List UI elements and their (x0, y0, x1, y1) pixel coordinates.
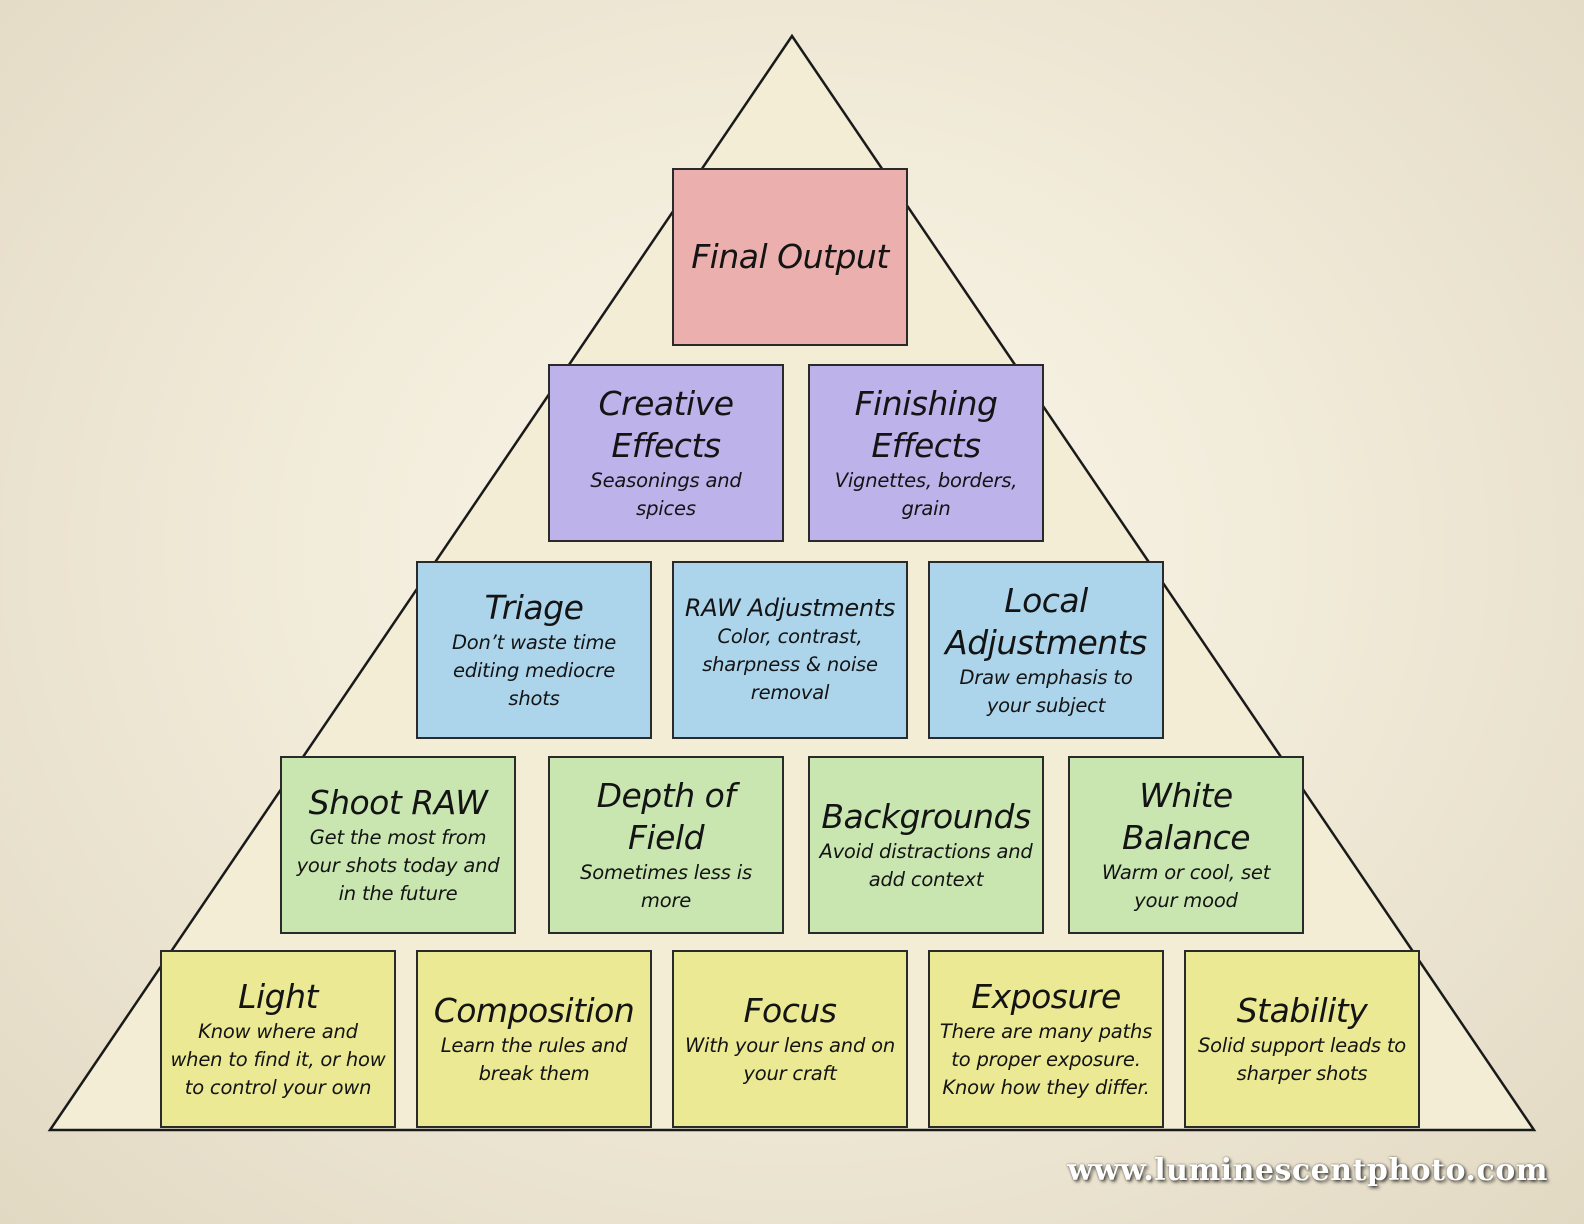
box-title: Local Adjustments (945, 581, 1147, 662)
box-title: Composition (433, 991, 635, 1030)
box-title: Light (238, 977, 318, 1016)
box-description: Learn the rules and break them (440, 1034, 628, 1085)
box-light: Light Know where and when to find it, or… (160, 950, 396, 1128)
box-title: Final Output (691, 237, 889, 276)
box-title: Focus (743, 991, 837, 1030)
box-triage: Triage Don’t waste time editing mediocre… (416, 561, 652, 739)
box-backgrounds: Backgrounds Avoid distractions and add c… (808, 756, 1044, 934)
box-depth-of-field: Depth of Field Sometimes less is more (548, 756, 784, 934)
box-final-output: Final Output (672, 168, 908, 346)
box-finishing-effects: Finishing Effects Vignettes, borders, gr… (808, 364, 1044, 542)
box-title: Triage (484, 588, 584, 627)
watermark: www.luminescentphoto.com (1067, 1153, 1548, 1188)
box-title: Backgrounds (821, 797, 1031, 836)
box-description: Know where and when to find it, or how t… (170, 1020, 386, 1099)
box-focus: Focus With your lens and on your craft (672, 950, 908, 1128)
box-title: Finishing Effects (854, 384, 998, 465)
box-description: Avoid distractions and add context (819, 840, 1033, 891)
box-description: Get the most from your shots today and i… (296, 826, 500, 905)
box-title: Stability (1236, 991, 1368, 1030)
box-title: White Balance (1121, 776, 1251, 857)
box-description: Vignettes, borders, grain (834, 469, 1018, 520)
box-title: Depth of Field (596, 776, 736, 857)
box-description: Solid support leads to sharper shots (1197, 1034, 1407, 1085)
box-exposure: Exposure There are many paths to proper … (928, 950, 1164, 1128)
box-description: Warm or cool, set your mood (1101, 861, 1271, 912)
box-stability: Stability Solid support leads to sharper… (1184, 950, 1420, 1128)
box-description: With your lens and on your craft (684, 1034, 896, 1085)
box-description: There are many paths to proper exposure.… (939, 1020, 1153, 1099)
box-description: Color, contrast, sharpness & noise remov… (702, 625, 878, 704)
box-title: Exposure (971, 977, 1121, 1016)
box-composition: Composition Learn the rules and break th… (416, 950, 652, 1128)
box-local-adjustments: Local Adjustments Draw emphasis to your … (928, 561, 1164, 739)
box-description: Sometimes less is more (580, 861, 752, 912)
box-white-balance: White Balance Warm or cool, set your moo… (1068, 756, 1304, 934)
box-raw-adjustments: RAW Adjustments Color, contrast, sharpne… (672, 561, 908, 739)
box-description: Seasonings and spices (590, 469, 742, 520)
box-creative-effects: Creative Effects Seasonings and spices (548, 364, 784, 542)
box-title: Shoot RAW (308, 783, 488, 822)
box-title: Creative Effects (598, 384, 734, 465)
box-description: Don’t waste time editing mediocre shots (451, 631, 617, 710)
box-description: Draw emphasis to your subject (959, 666, 1133, 717)
box-title: RAW Adjustments (684, 594, 896, 622)
box-shoot-raw: Shoot RAW Get the most from your shots t… (280, 756, 516, 934)
